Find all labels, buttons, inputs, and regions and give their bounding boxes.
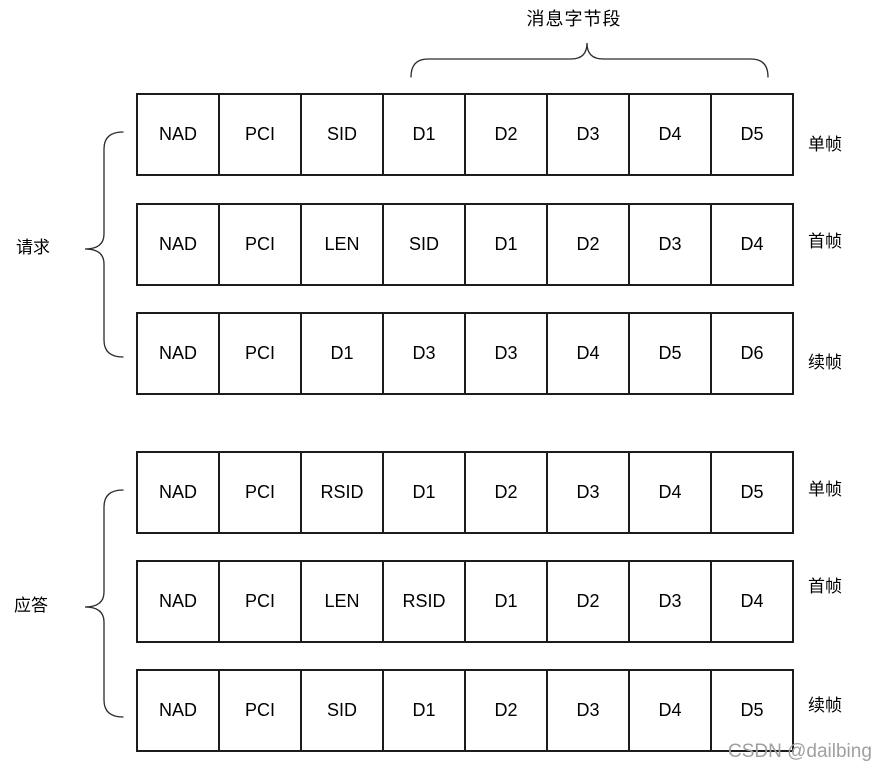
- frame-cell: SID: [382, 205, 464, 284]
- frame-cell: NAD: [158, 591, 197, 611]
- frame-cell: D5: [628, 314, 710, 393]
- frame-cell: NAD: [158, 343, 197, 363]
- frame-cell: D5: [710, 671, 792, 750]
- frame-cell: D3: [546, 95, 628, 174]
- message-byte-segment-brace: [410, 42, 769, 78]
- frame-type-label: 续帧: [808, 696, 842, 715]
- frame-cell: PCI: [218, 671, 300, 750]
- frame-type-label: 单帧: [808, 135, 842, 154]
- frame-cell: SID: [300, 95, 382, 174]
- frame-cell: D2: [464, 453, 546, 532]
- frame-cell: NAD: [158, 700, 197, 720]
- frame-cell: D3: [628, 562, 710, 641]
- frame-cell: D1: [382, 453, 464, 532]
- frame-cell: D2: [546, 205, 628, 284]
- frame-row-response-continuation: NAD PCI SID D1 D2 D3 D4 D5: [136, 669, 794, 752]
- frame-cell: SID: [300, 671, 382, 750]
- response-group-brace: [84, 489, 124, 718]
- frame-row-response-single: NAD PCI RSID D1 D2 D3 D4 D5: [136, 451, 794, 534]
- request-group-brace: [84, 131, 124, 358]
- frame-cell: D5: [710, 453, 792, 532]
- frame-cell: D2: [464, 671, 546, 750]
- frame-cell: D3: [546, 453, 628, 532]
- frame-cell: D5: [710, 95, 792, 174]
- frame-cell: PCI: [218, 314, 300, 393]
- frame-cell: D1: [300, 314, 382, 393]
- message-byte-segment-title: 消息字节段: [526, 9, 622, 29]
- frame-cell: PCI: [218, 562, 300, 641]
- frame-cell: D3: [628, 205, 710, 284]
- frame-cell: D3: [546, 671, 628, 750]
- frame-row-request-single: NAD PCI SID D1 D2 D3 D4 D5: [136, 93, 794, 176]
- frame-type-label: 单帧: [808, 480, 842, 499]
- frame-cell: D4: [710, 562, 792, 641]
- frame-type-label: 首帧: [808, 577, 842, 596]
- frame-cell: LEN: [300, 205, 382, 284]
- frame-cell: NAD: [158, 482, 197, 502]
- watermark: CSDN @dailbing: [728, 741, 872, 762]
- frame-type-label: 续帧: [808, 353, 842, 372]
- frame-cell: D6: [710, 314, 792, 393]
- frame-cell: PCI: [218, 453, 300, 532]
- frame-cell: D1: [382, 671, 464, 750]
- frame-cell: PCI: [218, 95, 300, 174]
- frame-cell: PCI: [218, 205, 300, 284]
- frame-row-response-first: NAD PCI LEN RSID D1 D2 D3 D4: [136, 560, 794, 643]
- frame-cell: D4: [628, 95, 710, 174]
- frame-cell: D4: [628, 671, 710, 750]
- frame-cell: D1: [464, 205, 546, 284]
- frame-cell: D4: [546, 314, 628, 393]
- frame-cell: RSID: [382, 562, 464, 641]
- frame-cell: NAD: [158, 124, 197, 144]
- frame-row-request-continuation: NAD PCI D1 D3 D3 D4 D5 D6: [136, 312, 794, 395]
- frame-cell: NAD: [158, 234, 197, 254]
- frame-cell: RSID: [300, 453, 382, 532]
- frame-type-label: 首帧: [808, 232, 842, 251]
- group-label-response: 应答: [14, 596, 48, 615]
- frame-cell: D1: [464, 562, 546, 641]
- frame-cell: D4: [628, 453, 710, 532]
- group-label-request: 请求: [16, 238, 50, 257]
- frame-cell: D4: [710, 205, 792, 284]
- frame-cell: D2: [546, 562, 628, 641]
- frame-row-request-first: NAD PCI LEN SID D1 D2 D3 D4: [136, 203, 794, 286]
- frame-cell: D3: [382, 314, 464, 393]
- frame-cell: D3: [464, 314, 546, 393]
- frame-cell: D1: [382, 95, 464, 174]
- frame-cell: D2: [464, 95, 546, 174]
- frame-cell: LEN: [300, 562, 382, 641]
